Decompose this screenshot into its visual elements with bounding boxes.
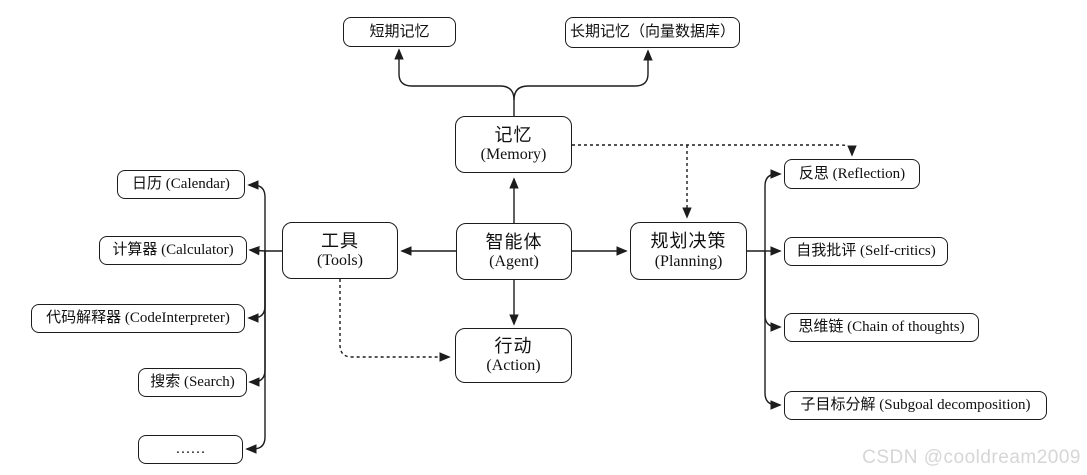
node-long-term-memory: 长期记忆（向量数据库）: [565, 17, 740, 48]
node-more-tools-label: ……: [175, 441, 206, 457]
node-agent-zh: 智能体: [485, 231, 543, 252]
node-self-critics: 自我批评 (Self-critics): [784, 237, 948, 266]
node-reflection: 反思 (Reflection): [784, 159, 920, 189]
node-code-interpreter: 代码解释器 (CodeInterpreter): [31, 304, 245, 333]
node-search-label: 搜索 (Search): [150, 374, 235, 390]
dashed-edges: [339, 144, 857, 362]
node-chain-of-thoughts-label: 思维链 (Chain of thoughts): [798, 319, 965, 335]
node-planning: 规划决策 (Planning): [630, 222, 747, 280]
node-calculator-label: 计算器 (Calculator): [112, 242, 234, 258]
csdn-watermark: CSDN @cooldream2009: [862, 447, 1081, 468]
node-planning-zh: 规划决策: [650, 231, 727, 251]
node-tools: 工具 (Tools): [282, 222, 398, 279]
node-action: 行动 (Action): [455, 328, 572, 383]
node-tools-en: (Tools): [317, 252, 363, 270]
solid-edges: [245, 48, 782, 454]
node-memory-en: (Memory): [480, 146, 547, 164]
node-code-interpreter-label: 代码解释器 (CodeInterpreter): [46, 310, 230, 326]
node-subgoal-decomposition: 子目标分解 (Subgoal decomposition): [784, 391, 1047, 420]
node-short-term-memory: 短期记忆: [343, 17, 456, 47]
node-planning-en: (Planning): [654, 252, 723, 270]
node-self-critics-label: 自我批评 (Self-critics): [796, 243, 936, 259]
node-action-zh: 行动: [494, 335, 533, 356]
node-calendar-label: 日历 (Calendar): [132, 176, 230, 192]
node-reflection-label: 反思 (Reflection): [798, 165, 906, 182]
node-agent: 智能体 (Agent): [456, 223, 572, 280]
node-memory: 记忆 (Memory): [455, 116, 572, 173]
node-chain-of-thoughts: 思维链 (Chain of thoughts): [784, 313, 979, 342]
node-search: 搜索 (Search): [138, 368, 247, 397]
node-action-en: (Action): [486, 357, 541, 375]
node-agent-en: (Agent): [489, 253, 539, 271]
node-more-tools: ……: [138, 435, 243, 464]
node-tools-zh: 工具: [321, 230, 359, 251]
node-subgoal-decomposition-label: 子目标分解 (Subgoal decomposition): [800, 397, 1031, 413]
node-calculator: 计算器 (Calculator): [99, 236, 247, 265]
node-calendar: 日历 (Calendar): [117, 170, 245, 199]
node-short-term-memory-label: 短期记忆: [369, 23, 430, 40]
node-memory-zh: 记忆: [494, 124, 533, 145]
node-long-term-memory-label: 长期记忆（向量数据库）: [569, 24, 735, 40]
